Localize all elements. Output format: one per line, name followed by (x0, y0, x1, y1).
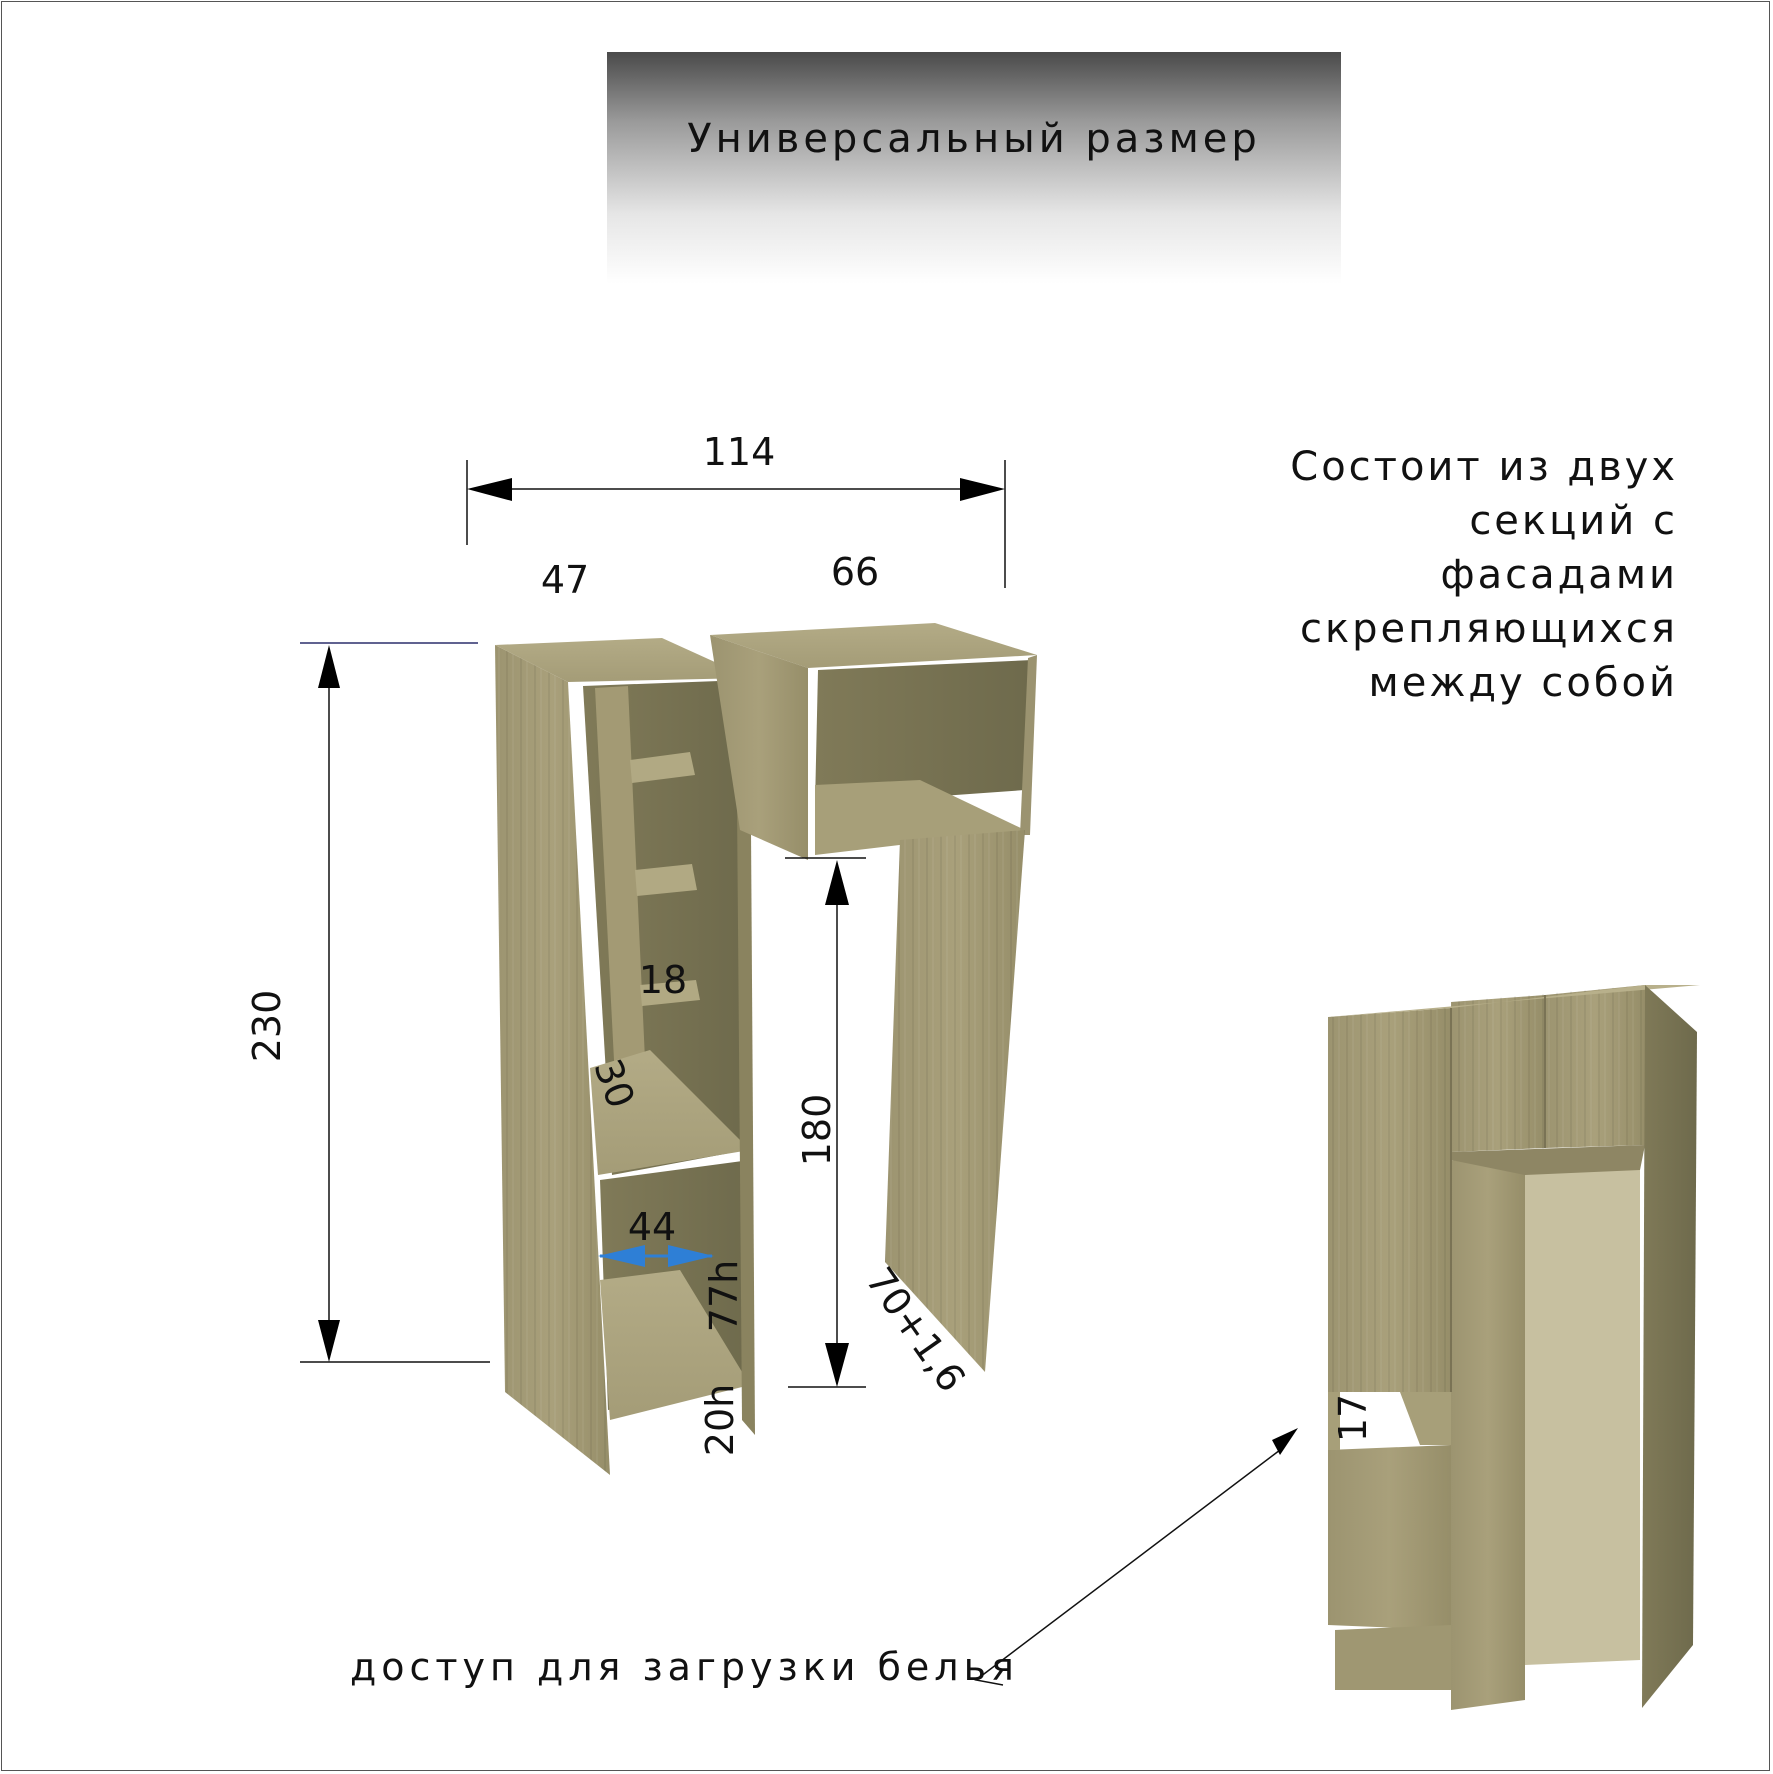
note-line: скрепляющихся (1299, 606, 1678, 652)
title-banner: Универсальный размер (607, 52, 1341, 284)
left-section (495, 638, 755, 1475)
left-right-side-panel (736, 678, 755, 1435)
left-shelf (630, 752, 695, 783)
assembled-right-side (1642, 985, 1697, 1708)
dim-height: 230 (245, 990, 289, 1063)
right-box-frame-right (1020, 655, 1037, 835)
arrowheads (318, 478, 1298, 1455)
dimension-lines (300, 460, 1281, 1686)
left-top-panel (495, 638, 750, 682)
assembled-opening-left (1451, 1160, 1525, 1710)
left-shelf (635, 864, 697, 896)
assembled-opening-back (1525, 1160, 1640, 1665)
assembled-opening-top (1451, 1145, 1645, 1175)
assembled-gap-left (1328, 1392, 1340, 1450)
dim-left-width: 47 (541, 558, 589, 602)
note-line: Состоит из двух (1290, 444, 1678, 490)
dim-shelf: 18 (639, 958, 687, 1002)
note-line: между собой (1368, 660, 1678, 706)
dim-height-77: 77h (702, 1260, 746, 1332)
dim-inner-width: 44 (628, 1205, 676, 1249)
assembled-base (1335, 1625, 1451, 1690)
description-note: Состоит из двух секций с фасадами скрепл… (1218, 440, 1678, 710)
inner-width-arrow (598, 1245, 714, 1267)
left-bottom-shelf (600, 1270, 750, 1420)
access-label: доступ для загрузки белья (350, 1645, 1019, 1689)
assembled-top (1328, 985, 1700, 1017)
dim-height-20: 20h (698, 1384, 742, 1456)
note-line: секций с (1469, 498, 1678, 544)
left-inner-divider (595, 686, 645, 1080)
assembled-cabinet (1328, 985, 1700, 1710)
right-box-interior (815, 660, 1032, 805)
dim-total-width: 114 (703, 430, 776, 474)
left-middle-shelf (590, 1050, 750, 1175)
dim-gap-17: 17 (1331, 1394, 1375, 1442)
assembled-gap-back (1400, 1392, 1451, 1445)
right-box-side (710, 635, 808, 860)
right-section (710, 623, 1037, 1372)
dim-opening-height: 180 (795, 1094, 839, 1167)
right-top-panel (710, 623, 1037, 668)
dim-right-width: 66 (831, 550, 879, 594)
assembled-lower-door (1328, 1445, 1451, 1630)
note-line: фасадами (1440, 552, 1678, 598)
left-shelf (640, 980, 700, 1006)
page-title: Универсальный размер (687, 116, 1261, 162)
